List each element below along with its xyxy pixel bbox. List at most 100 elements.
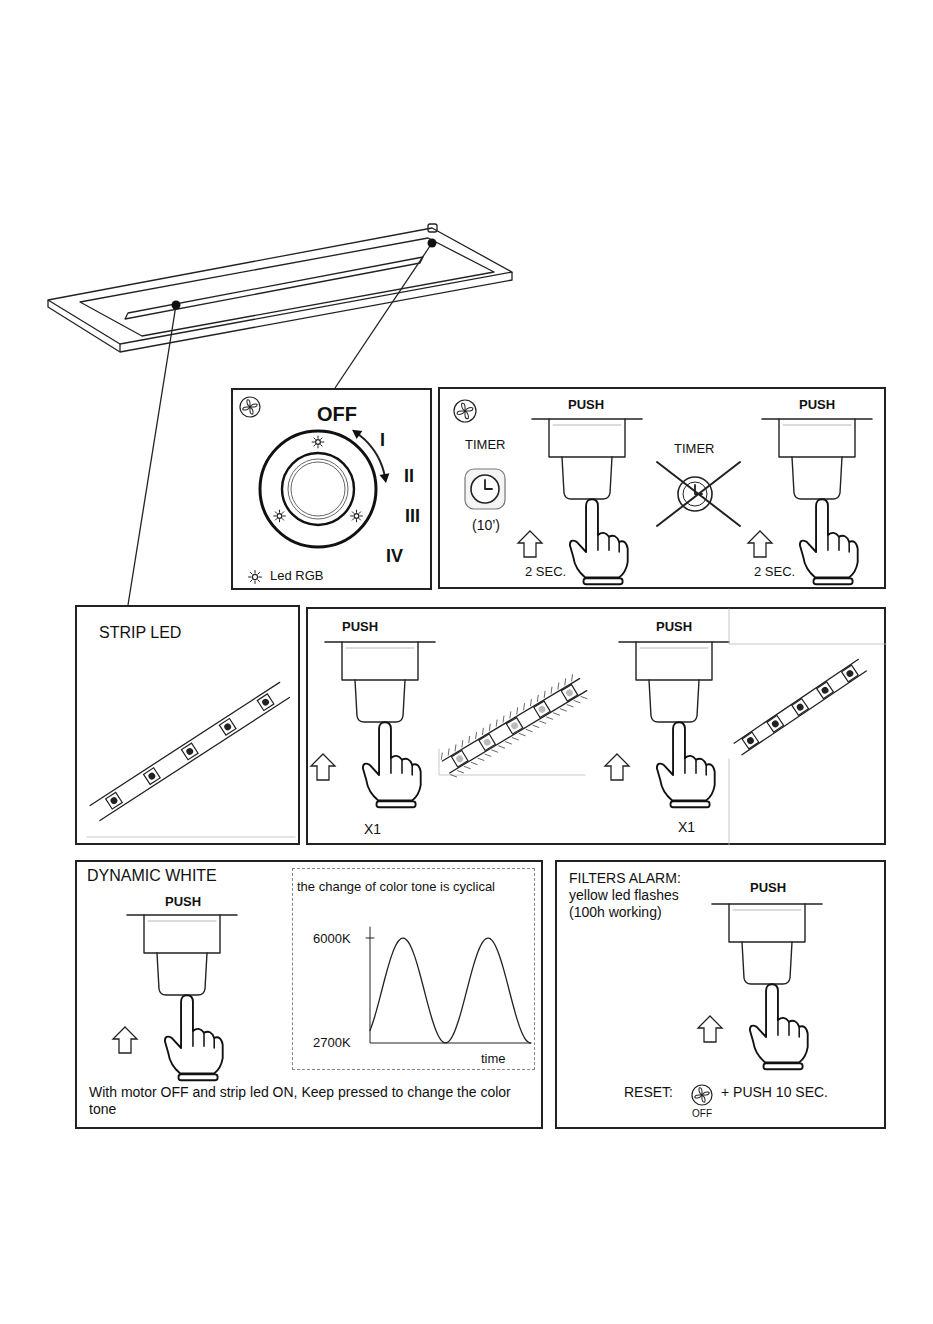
strip-push-panel: PUSHX1PUSHX1	[306, 607, 886, 845]
hand-knuckles	[193, 1031, 214, 1048]
hand-outline	[657, 722, 715, 800]
button-rim	[346, 648, 414, 649]
light-ray	[459, 741, 465, 747]
led-ray	[312, 442, 314, 443]
pointing-hand	[165, 995, 223, 1080]
light-ray	[549, 687, 555, 693]
strip-led	[534, 701, 550, 717]
led-ray	[359, 512, 361, 514]
timer-duration: (10’)	[472, 517, 500, 534]
strip-edge	[90, 682, 280, 805]
arrow-head	[352, 430, 362, 439]
color-tone-curve	[370, 938, 531, 1043]
fan-state: OFF	[692, 1108, 712, 1120]
light-ray	[471, 760, 477, 766]
leader-line	[128, 305, 176, 605]
led-strip	[734, 659, 866, 754]
button-cap	[355, 680, 405, 722]
led-ray	[322, 442, 324, 443]
press-count: X1	[678, 819, 695, 836]
fan-blade	[247, 407, 255, 415]
light-ray	[574, 698, 580, 704]
speed-label: II	[404, 466, 414, 488]
hood-panel-top	[48, 228, 512, 344]
button-cap	[742, 942, 792, 984]
fan-blade	[465, 405, 474, 414]
led-strip	[439, 673, 591, 779]
led-ray	[250, 572, 252, 574]
hood-light-slot	[125, 257, 423, 319]
strip-led-chip	[771, 719, 780, 728]
instruction-note: With motor OFF and strip led ON, Keep pr…	[89, 1084, 529, 1118]
strip-led-chip	[147, 771, 156, 780]
strip-edge	[742, 671, 866, 755]
button-rim	[783, 425, 851, 426]
light-ray	[535, 695, 541, 701]
reset-instruction: + PUSH 10 SEC.	[721, 1084, 828, 1101]
strip-led	[561, 685, 577, 701]
fan-blade	[459, 402, 468, 411]
panel-artwork	[308, 609, 888, 847]
push-arrow	[113, 1027, 137, 1053]
light-ray	[553, 711, 559, 717]
led-ray	[258, 580, 260, 582]
knob-inner	[288, 459, 348, 519]
clock-face	[471, 475, 499, 503]
button-cap	[649, 680, 699, 722]
light-ray	[507, 712, 513, 718]
led-ray	[359, 519, 361, 521]
strip-led-panel: STRIP LED	[75, 605, 300, 845]
speed-label: IV	[386, 546, 403, 568]
light-ray	[542, 691, 548, 697]
filters-alarm-panel: FILTERS ALARM: yellow led flashes (100h …	[555, 860, 886, 1129]
light-ray	[466, 736, 472, 742]
light-ray	[560, 707, 566, 713]
fan-blade	[694, 1092, 702, 1100]
hand-outline	[570, 499, 628, 577]
panel-heading: DYNAMIC WHITE	[87, 866, 217, 885]
strip-led	[767, 716, 784, 733]
strip-edge	[450, 691, 587, 773]
led-ray	[282, 519, 284, 521]
button-body	[729, 904, 805, 942]
pointing-hand	[750, 984, 808, 1069]
strip-led	[451, 751, 467, 767]
strip-led-chip	[795, 702, 804, 711]
light-ray	[569, 675, 575, 681]
led-ray	[314, 438, 316, 440]
hand-knuckles	[685, 758, 706, 775]
press-duration: 2 SEC.	[525, 564, 566, 580]
led-symbol	[249, 571, 262, 584]
hand-outline	[800, 499, 858, 577]
fan-ring	[454, 400, 476, 422]
push-button	[698, 904, 822, 1069]
press-duration: 2 SEC.	[754, 564, 795, 580]
light-ray	[547, 715, 553, 721]
led-dot	[316, 440, 321, 445]
light-ray	[501, 716, 507, 722]
hand-knuckles	[778, 1020, 799, 1037]
led-ray	[255, 581, 256, 584]
button-rim	[640, 648, 708, 649]
strip-led-chip	[565, 688, 574, 697]
hood-panel-corner	[119, 344, 120, 352]
push-label: PUSH	[656, 619, 692, 635]
light-ray	[505, 740, 511, 746]
chart-axes	[370, 927, 531, 1043]
button-cap	[157, 953, 207, 995]
push-button	[311, 642, 435, 807]
fan-blade	[245, 399, 253, 407]
fan-icon	[692, 1085, 712, 1105]
pointing-hand	[363, 722, 421, 807]
push-arrow	[311, 754, 335, 780]
hand-cuff	[814, 578, 853, 584]
hand-cuff	[764, 1063, 803, 1069]
speed-label: III	[405, 506, 420, 528]
hand-knuckles	[828, 535, 849, 552]
light-ray	[457, 769, 463, 775]
speed-label: I	[380, 430, 385, 452]
fan-ring	[240, 397, 260, 417]
led-ray	[360, 515, 362, 516]
clock-hands	[485, 480, 492, 489]
strip-led-chip	[845, 669, 854, 678]
